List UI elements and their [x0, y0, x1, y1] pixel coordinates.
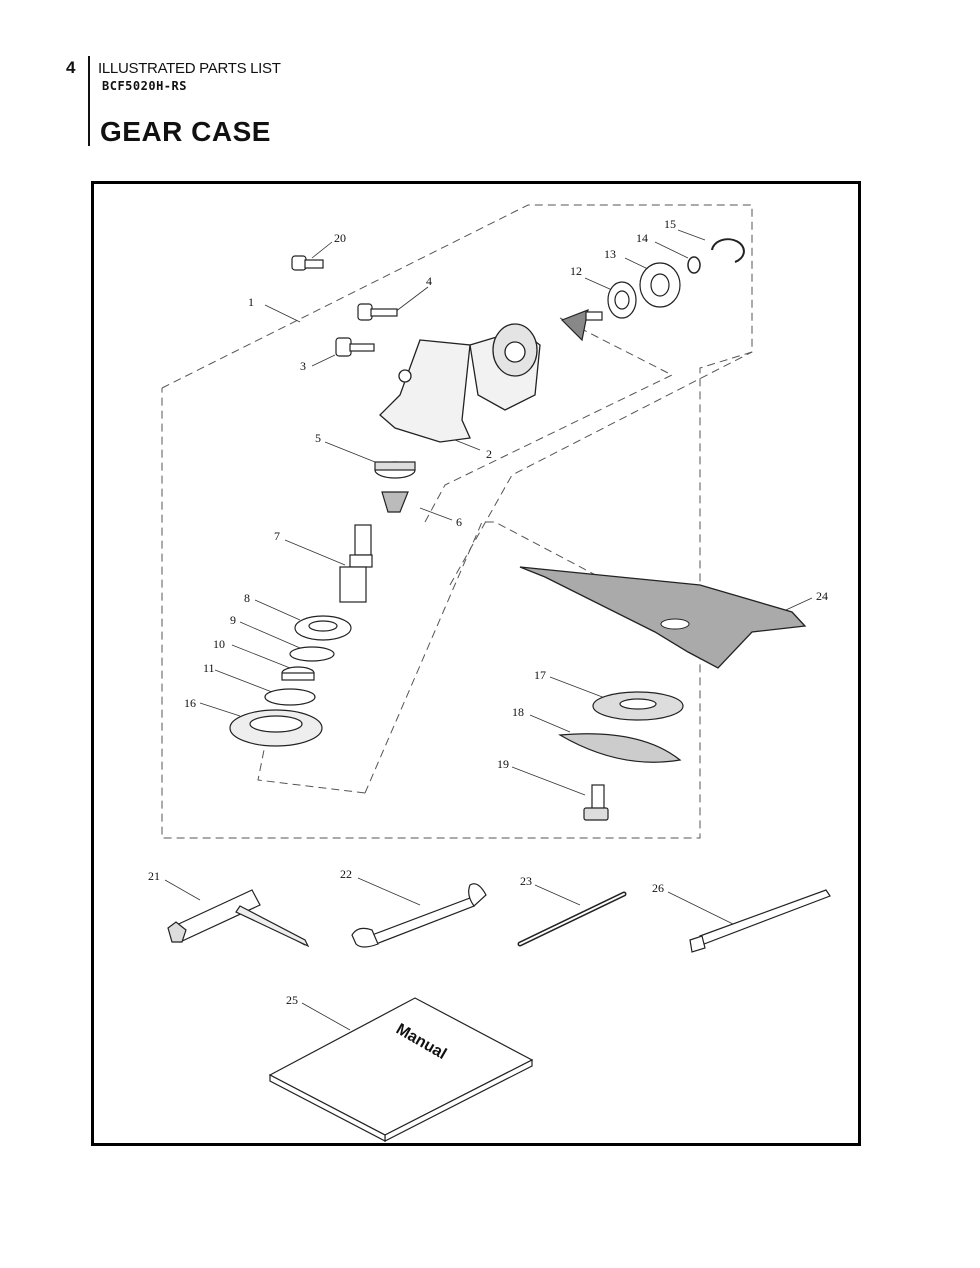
part-3-bolt [335, 337, 375, 357]
callout-24: 24 [816, 589, 828, 603]
part-2-gear-case [379, 323, 541, 443]
page-number: 4 [66, 58, 76, 77]
part-8-bearing [294, 615, 352, 641]
part-20-screw [291, 255, 324, 271]
callout-16: 16 [184, 696, 196, 710]
callout-13: 13 [604, 247, 616, 261]
callout-9: 9 [230, 613, 236, 627]
callout-26: 26 [652, 881, 664, 895]
callout-25: 25 [286, 993, 298, 1007]
callout-23: 23 [520, 874, 532, 888]
assembly-outline [161, 204, 753, 839]
callout-14: 14 [636, 231, 648, 245]
callout-21: 21 [148, 869, 160, 883]
part-19-bolt [583, 784, 609, 821]
callout-numbers: 1 2 3 4 5 6 7 8 9 10 11 12 13 14 15 16 1… [148, 217, 828, 1007]
part-26-hex-key [689, 889, 831, 953]
callout-20: 20 [334, 231, 346, 245]
part-15-snap-ring [711, 238, 745, 263]
part-7-shaft [339, 524, 373, 603]
callout-11: 11 [203, 661, 215, 675]
part-24-blade [519, 566, 807, 669]
part-11-washer [264, 688, 316, 706]
model-number: BCF5020H-RS [102, 79, 187, 93]
callout-12: 12 [570, 264, 582, 278]
callout-19: 19 [497, 757, 509, 771]
header-rule [88, 56, 90, 146]
part-5-bearing [374, 461, 416, 479]
part-17-holder [592, 691, 684, 721]
callout-15: 15 [664, 217, 676, 231]
part-21-box-wrench [167, 889, 310, 948]
blade-center-hole [660, 618, 690, 630]
callout-2: 2 [486, 447, 492, 461]
callout-5: 5 [315, 431, 321, 445]
callout-22: 22 [340, 867, 352, 881]
callout-10: 10 [213, 637, 225, 651]
part-14-circlip [687, 256, 701, 274]
part-13-bearings [607, 262, 681, 319]
callout-18: 18 [512, 705, 524, 719]
callout-7: 7 [274, 529, 280, 543]
part-16-plate [229, 709, 323, 747]
part-9-washer [289, 646, 335, 662]
part-10-collar [281, 666, 315, 681]
callout-1: 1 [248, 295, 254, 309]
part-22-wrench [351, 883, 487, 948]
callout-4: 4 [426, 274, 432, 288]
callout-17: 17 [534, 668, 546, 682]
callout-8: 8 [244, 591, 250, 605]
section-title: GEAR CASE [100, 116, 271, 147]
part-25-manual [268, 997, 534, 1142]
diagram-frame [91, 181, 861, 1146]
callout-6: 6 [456, 515, 462, 529]
document-title: ILLUSTRATED PARTS LIST [98, 60, 281, 77]
part-18-cup [558, 733, 682, 763]
part-4-bolt [357, 303, 398, 321]
part-12-bevel-pinion [560, 309, 603, 342]
part-6-bevel-gear [381, 491, 409, 513]
callout-3: 3 [300, 359, 306, 373]
